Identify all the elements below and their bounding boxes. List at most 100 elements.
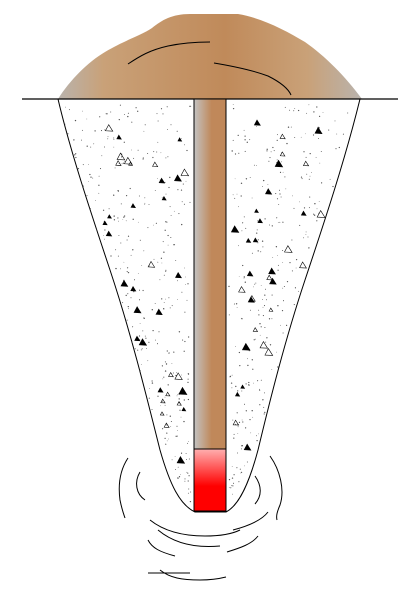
disturbed-soil-lines: [118, 455, 283, 581]
gravel-dot: [305, 234, 307, 235]
gravel-dot: [175, 435, 177, 437]
gravel-dot: [301, 307, 302, 309]
gravel-dot: [173, 351, 175, 353]
gravel-dot: [117, 255, 119, 257]
gravel-dot: [260, 285, 262, 286]
gravel-dot: [86, 195, 88, 197]
gravel-dot: [142, 158, 144, 160]
gravel-dot: [86, 118, 88, 120]
intake-zone: [193, 448, 227, 512]
gravel-dot: [187, 381, 189, 384]
gravel-dot: [228, 285, 230, 288]
gravel-dot: [169, 206, 171, 208]
gravel-dot: [184, 267, 185, 269]
gravel-dot: [121, 156, 123, 158]
gravel-dot: [119, 327, 122, 329]
gravel-dot: [124, 161, 126, 162]
gravel-dot: [262, 315, 264, 317]
gravel-dot: [252, 368, 254, 370]
gravel-stone: [152, 161, 159, 168]
gravel-dot: [263, 413, 265, 415]
gravel-dot: [168, 297, 170, 299]
gravel-dot: [160, 257, 163, 259]
gravel-dot: [144, 335, 146, 337]
gravel-dot: [147, 152, 149, 155]
gravel-dot: [117, 217, 119, 219]
gravel-dot: [161, 298, 163, 300]
gravel-dot: [287, 126, 290, 128]
gravel-dot: [228, 487, 230, 488]
gravel-dot: [269, 224, 271, 226]
gravel-stone: [232, 419, 240, 426]
gravel-dot: [275, 193, 277, 195]
gravel-dot: [83, 198, 85, 201]
gravel-dot: [137, 349, 139, 351]
gravel-dot: [249, 139, 251, 141]
gravel-stone: [257, 218, 264, 224]
gravel-dot: [111, 296, 113, 298]
gravel-dot: [153, 258, 155, 260]
gravel-stone: [268, 267, 276, 275]
gravel-dot: [160, 152, 162, 154]
gravel-dot: [123, 216, 125, 218]
gravel-dot: [124, 330, 125, 332]
gravel-dot: [127, 271, 130, 274]
gravel-dot: [164, 361, 166, 363]
gravel-dot: [155, 339, 156, 341]
gravel-dot: [171, 305, 173, 307]
gravel-dot: [165, 221, 167, 223]
gravel-dot: [272, 256, 274, 258]
gravel-dot: [186, 471, 188, 473]
gravel-stone: [104, 124, 114, 132]
gravel-stone: [248, 295, 256, 302]
gravel-dot: [104, 229, 106, 231]
gravel-stone: [234, 391, 241, 397]
gravel-dot: [122, 162, 125, 164]
gravel-dot: [126, 195, 128, 197]
gravel-dot: [153, 151, 155, 153]
gravel-dot: [294, 137, 296, 138]
gravel-dot: [237, 452, 238, 454]
gravel-dot: [233, 437, 235, 439]
gravel-dot: [233, 304, 235, 305]
gravel-dot: [309, 175, 311, 177]
gravel-dot: [115, 249, 117, 251]
gravel-dot: [118, 220, 119, 222]
gravel-dot: [319, 162, 321, 164]
gravel-dot: [266, 148, 268, 150]
gravel-dot: [236, 193, 238, 195]
gravel-dot: [144, 203, 146, 205]
gravel-dot: [187, 398, 190, 401]
gravel-stone: [302, 160, 310, 167]
gravel-dot: [231, 485, 233, 487]
gravel-dot: [240, 448, 242, 450]
gravel-dot: [282, 332, 284, 334]
gravel-dot: [157, 141, 159, 143]
gravel-dot: [230, 382, 233, 384]
gravel-dot: [244, 427, 247, 429]
gravel-dot: [298, 290, 300, 292]
gravel-dot: [164, 229, 166, 231]
gravel-dot: [179, 409, 181, 411]
gravel-dot: [309, 196, 311, 198]
gravel-dot: [110, 111, 112, 113]
gravel-dot: [180, 416, 182, 418]
gravel-dot: [292, 195, 293, 197]
gravel-dot: [241, 445, 243, 447]
gravel-dot: [291, 239, 293, 241]
gravel-dot: [131, 121, 133, 123]
gravel-dot: [274, 387, 277, 389]
gravel-dot: [181, 452, 183, 454]
gravel-dot: [246, 141, 248, 143]
gravel-dot: [241, 318, 243, 320]
gravel-dot: [173, 210, 175, 212]
gravel-dot: [286, 142, 288, 145]
gravel-dot: [157, 395, 159, 397]
gravel-dot: [123, 261, 125, 263]
gravel-dot: [237, 390, 239, 392]
gravel-stone: [123, 156, 133, 165]
gravel-dot: [257, 220, 259, 222]
gravel-dot: [134, 348, 136, 350]
gravel-dot: [262, 185, 264, 187]
gravel-dot: [140, 364, 142, 365]
